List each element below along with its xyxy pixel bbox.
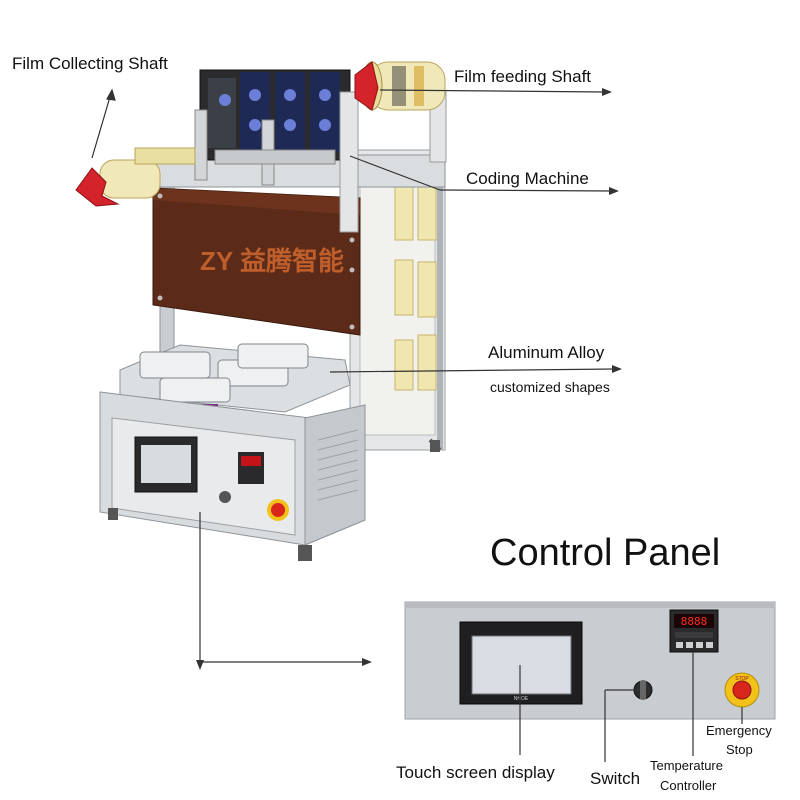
label-emergency-stop-1: Emergency — [706, 723, 772, 738]
emergency-stop-button — [732, 680, 752, 700]
label-emergency-stop-2: Stop — [726, 742, 753, 757]
base-cabinet — [99, 391, 440, 561]
callout-lines — [91, 88, 743, 762]
label-temperature-controller-1: Temperature — [650, 758, 723, 773]
control-panel-detail: NHOE 8888 STOP — [404, 601, 776, 720]
controller-display: 8888 — [681, 615, 708, 628]
aluminum-tray-mold — [119, 343, 351, 414]
screen-brand: NHOE — [514, 696, 529, 702]
control-panel-title: Control Panel — [490, 532, 721, 574]
label-film-collecting-shaft: Film Collecting Shaft — [12, 54, 168, 73]
machine: ZY 益腾智能 — [75, 61, 447, 561]
label-coding-machine: Coding Machine — [466, 169, 589, 188]
estop-ring-text: STOP — [735, 676, 749, 682]
label-touch-screen-display: Touch screen display — [396, 763, 555, 782]
film-feeding-roll — [339, 61, 447, 233]
label-aluminum-alloy: Aluminum Alloy — [488, 343, 605, 362]
arrowheads — [196, 88, 622, 670]
touch-screen — [471, 635, 572, 695]
brand-logo: ZY 益腾智能 — [200, 246, 344, 276]
label-customized-shapes: customized shapes — [490, 379, 610, 395]
film-collecting-roll — [75, 147, 196, 207]
label-switch: Switch — [590, 769, 641, 788]
label-film-feeding-shaft: Film feeding Shaft — [454, 67, 592, 86]
bolt-dots — [157, 193, 355, 330]
coding-machine — [194, 69, 351, 186]
label-temperature-controller-2: Controller — [660, 778, 717, 793]
